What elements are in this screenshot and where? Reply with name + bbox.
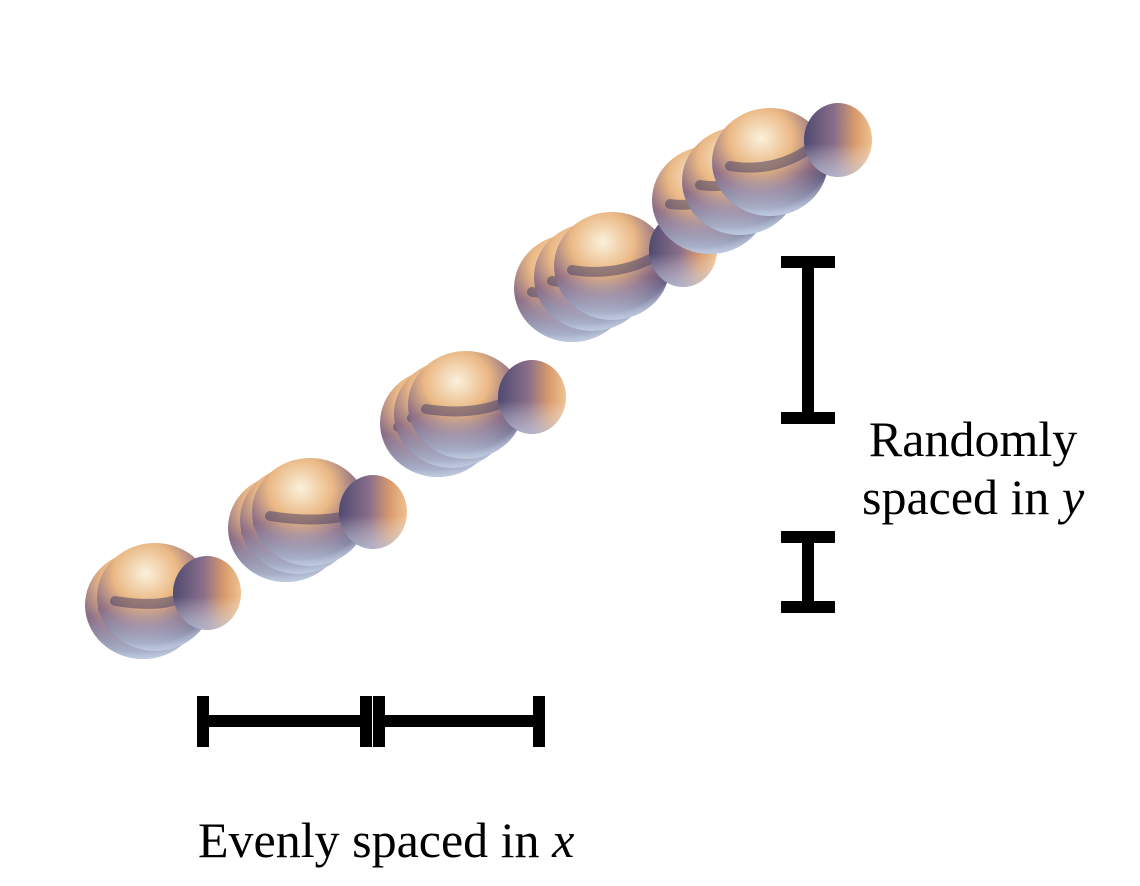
shell-group-5 [652,103,872,254]
y-spacing-bar-large [781,256,835,424]
shell-cap [804,103,872,177]
x-spacing-bar-right [373,696,545,747]
shell-cap [173,556,241,630]
shell-group-1 [85,543,241,659]
x-spacing-bar-left [197,696,372,747]
shell-groups [85,103,872,659]
shell-group-3 [380,351,566,477]
shell [408,351,524,459]
shell-cap [498,360,566,434]
x-variable: x [552,812,575,868]
y-variable: y [1061,469,1085,525]
y-label-line2: spaced in [862,469,1050,525]
shell [712,108,828,216]
x-spacing-label: Evenly spaced in x [198,815,574,865]
y-spacing-label: Randomly spaced in y [862,410,1084,526]
shell-group-2 [228,458,407,582]
spacing-bars [197,256,835,747]
y-spacing-bar-small [781,531,835,613]
x-label-text: Evenly spaced in [198,812,540,868]
y-label-line1: Randomly [868,411,1078,467]
shell-cap [339,475,407,549]
shell [252,458,368,566]
